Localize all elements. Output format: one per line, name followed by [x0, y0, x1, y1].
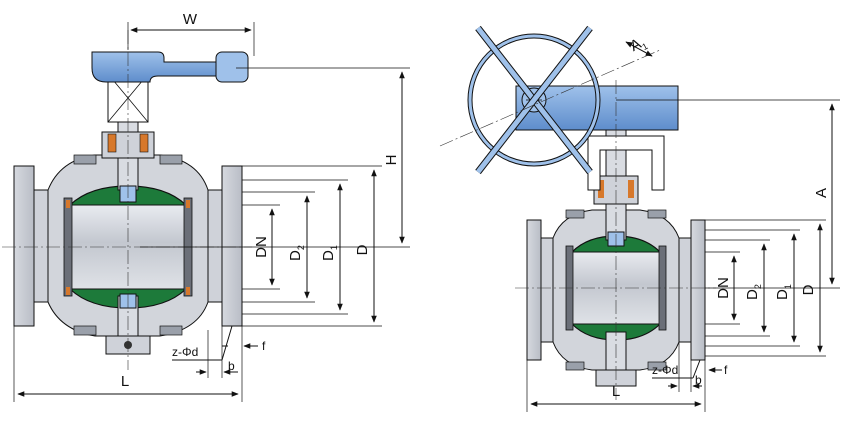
dim-label-d1: D	[320, 250, 337, 261]
right-handwheel	[467, 25, 601, 175]
dim-label-bolts-right: z-Φd	[652, 363, 678, 377]
right-valve-view: A1 A DN D2 D1 D L	[439, 25, 840, 412]
dim-label-d2-sub-right: 2	[753, 284, 763, 289]
dim-label-d2-sub: 2	[296, 245, 306, 250]
dim-label-d: D	[354, 244, 371, 255]
dim-label-h: H	[383, 155, 400, 166]
dim-label-d1-sub: 1	[329, 245, 339, 250]
dim-label-b-right: b	[695, 373, 702, 387]
dim-label-bolts: z-Φd	[172, 345, 198, 359]
dim-label-a: A	[813, 188, 830, 198]
left-flange-right	[207, 165, 243, 327]
svg-text:D1: D1	[320, 245, 339, 261]
dim-label-f: f	[262, 339, 266, 353]
left-valve-view: W H DN D2 D1 D L	[2, 11, 410, 402]
dim-label-l-right: L	[612, 383, 620, 400]
svg-text:D2: D2	[287, 245, 306, 261]
dim-label-d-right: D	[800, 284, 817, 295]
dim-label-b: b	[228, 359, 235, 373]
dim-label-l: L	[121, 373, 129, 390]
svg-text:D1: D1	[774, 284, 793, 300]
dim-label-dn: DN	[253, 236, 270, 258]
dim-label-d2: D	[287, 250, 304, 261]
svg-text:D2: D2	[744, 284, 763, 300]
dim-label-dn-right: DN	[715, 277, 732, 299]
left-flange-left	[13, 165, 49, 327]
dim-label-d1-right: D	[774, 289, 791, 300]
dim-label-d2-right: D	[744, 289, 761, 300]
dim-label-w: W	[183, 11, 198, 28]
dim-label-a1-sub: 1	[640, 41, 649, 52]
dim-label-f-right: f	[724, 363, 728, 377]
left-lever-handle	[91, 51, 249, 123]
dim-label-d1-sub-right: 1	[783, 284, 793, 289]
